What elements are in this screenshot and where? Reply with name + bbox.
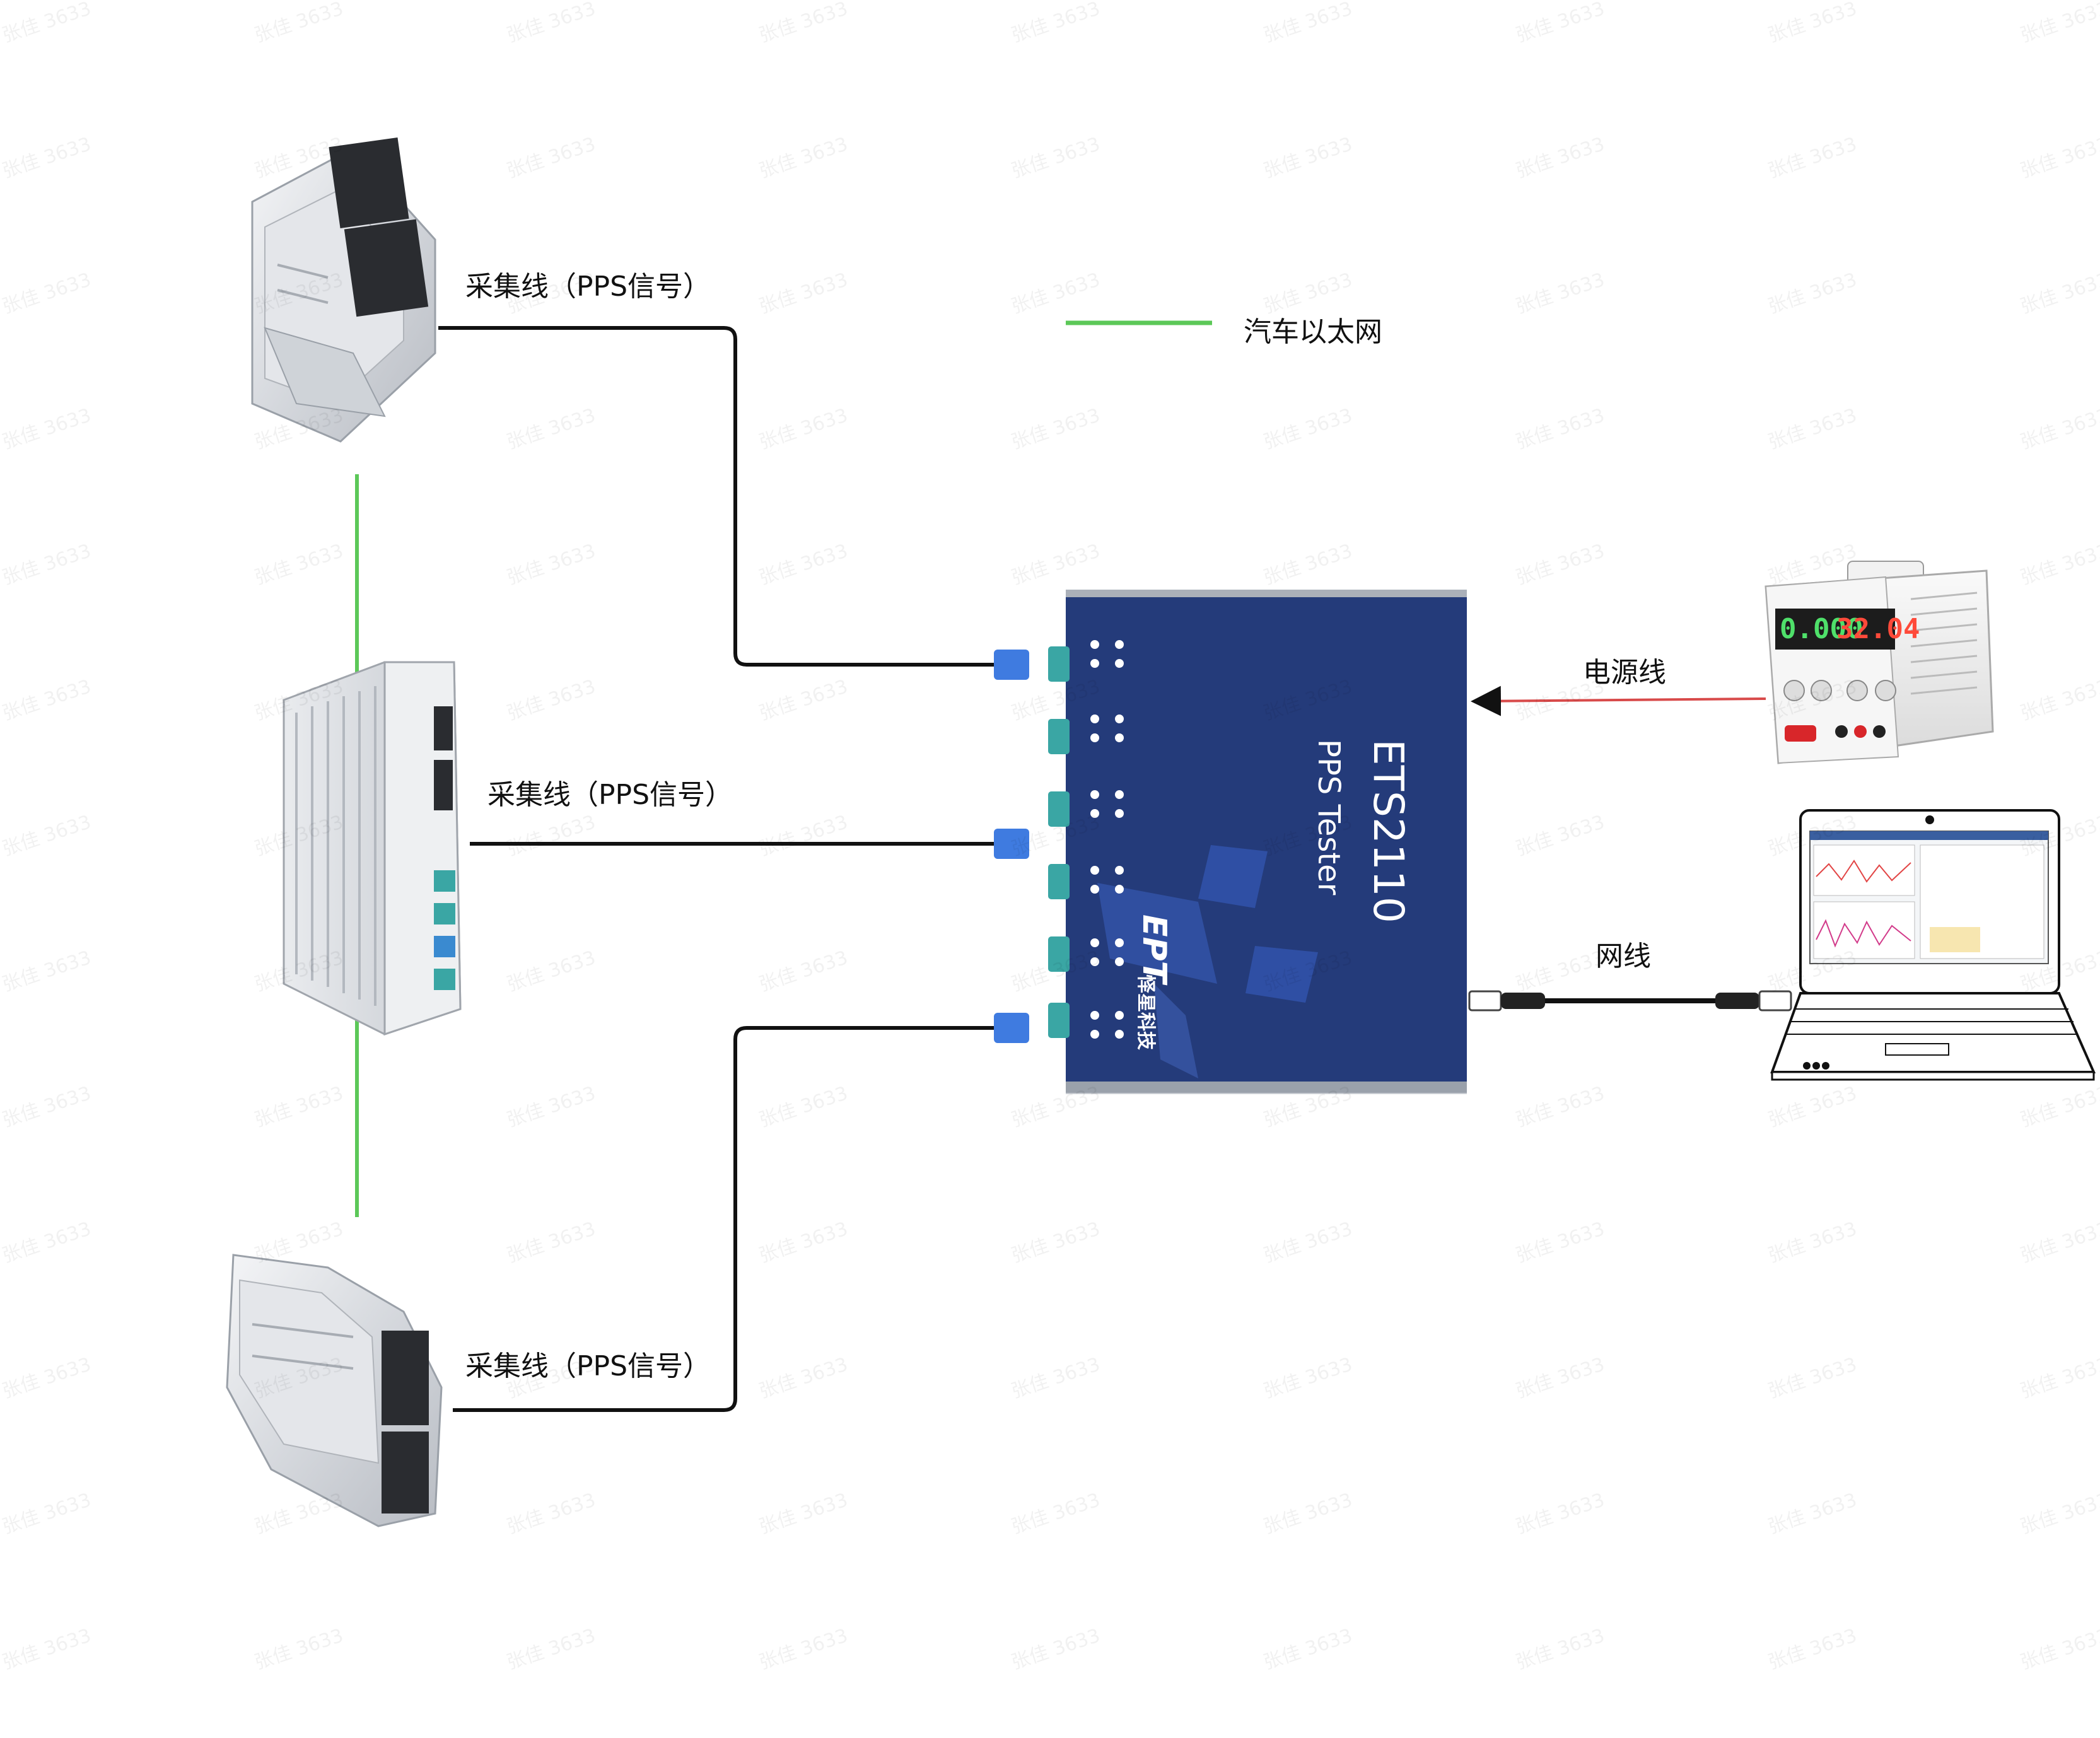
cable-connector-bottom [994,1013,1029,1043]
device-brand-cn: 怿星科技 [1135,974,1157,1050]
pps-tester-device [1048,590,1467,1094]
device-port-column [1048,646,1070,1038]
power-supply-icon: 0.000 32.04 [1765,561,1994,764]
psu-right-display: 32.04 [1836,613,1920,645]
device-subtitle: PPS Tester [1311,739,1346,895]
gateway-module-icon [283,661,462,1036]
acq-cable-middle-label: 采集线（PPS信号） [487,779,733,811]
led-grid [1090,640,1124,1039]
ecu-bottom-icon [226,1254,443,1527]
cable-connector-middle [994,829,1029,859]
acq-cable-top [438,326,996,667]
network-cable [1468,990,1792,1012]
acq-cable-bottom-label: 采集线（PPS信号） [465,1350,711,1382]
legend-label: 汽车以太网 [1244,316,1382,348]
laptop-icon [1770,809,2096,1081]
power-cable-label: 电源线 [1583,656,1666,689]
device-brand-logo: EPT [1135,914,1173,984]
network-cable-label: 网线 [1595,940,1651,972]
psu-left-display: 0.000 [1780,613,1863,645]
power-cable [1471,685,1766,716]
acq-cable-top-label: 采集线（PPS信号） [465,271,711,303]
device-title: ETS2110 [1364,739,1413,923]
acq-cable-bottom [453,1026,996,1412]
ecu-top-icon [251,137,436,443]
cable-connector-top [994,650,1029,680]
